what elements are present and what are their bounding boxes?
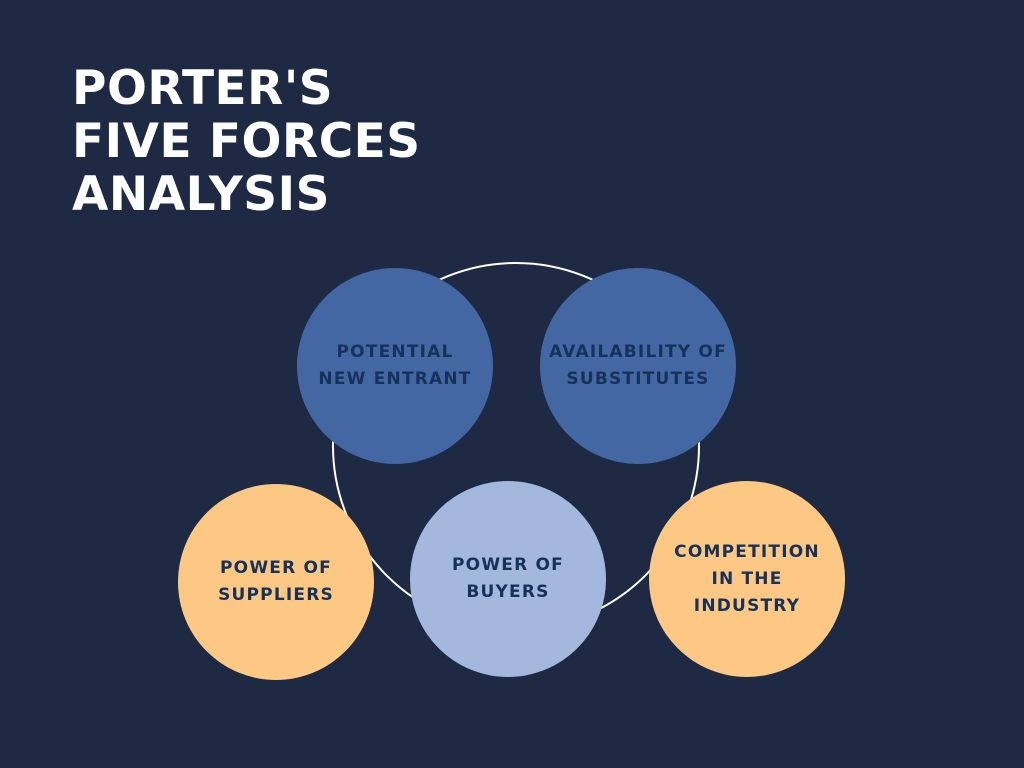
force-power-of-suppliers: POWER OF SUPPLIERS [178, 484, 374, 680]
force-label-line: AVAILABILITY OF [549, 342, 727, 362]
force-label-line: POWER OF [452, 555, 564, 575]
force-label-line: NEW ENTRANT [318, 369, 472, 389]
title-line: FIVE FORCES [72, 114, 421, 169]
force-label: COMPETITION IN THE INDUSTRY [674, 539, 820, 620]
force-label-line: POTENTIAL [336, 342, 454, 362]
force-label-line: INDUSTRY [693, 595, 801, 616]
title-line: ANALYSIS [72, 167, 330, 222]
force-label-line: COMPETITION [674, 541, 820, 562]
force-label-line: BUYERS [466, 582, 550, 602]
force-label: POTENTIAL NEW ENTRANT [318, 339, 471, 393]
diagram-title: PORTER'S FIVE FORCES ANALYSIS [72, 62, 421, 221]
force-competition-in-the-industry: COMPETITION IN THE INDUSTRY [649, 481, 845, 677]
force-availability-of-substitutes: AVAILABILITY OF SUBSTITUTES [540, 268, 736, 464]
force-label-line: SUPPLIERS [218, 585, 334, 605]
force-power-of-buyers: POWER OF BUYERS [410, 481, 606, 677]
force-label-line: SUBSTITUTES [566, 369, 710, 389]
force-label: POWER OF BUYERS [452, 552, 564, 606]
force-label: AVAILABILITY OF SUBSTITUTES [549, 339, 727, 393]
force-label-line: IN THE [711, 568, 783, 589]
force-label: POWER OF SUPPLIERS [218, 555, 334, 609]
force-potential-new-entrant: POTENTIAL NEW ENTRANT [297, 268, 493, 464]
title-line: PORTER'S [72, 61, 334, 116]
force-label-line: POWER OF [220, 558, 332, 578]
